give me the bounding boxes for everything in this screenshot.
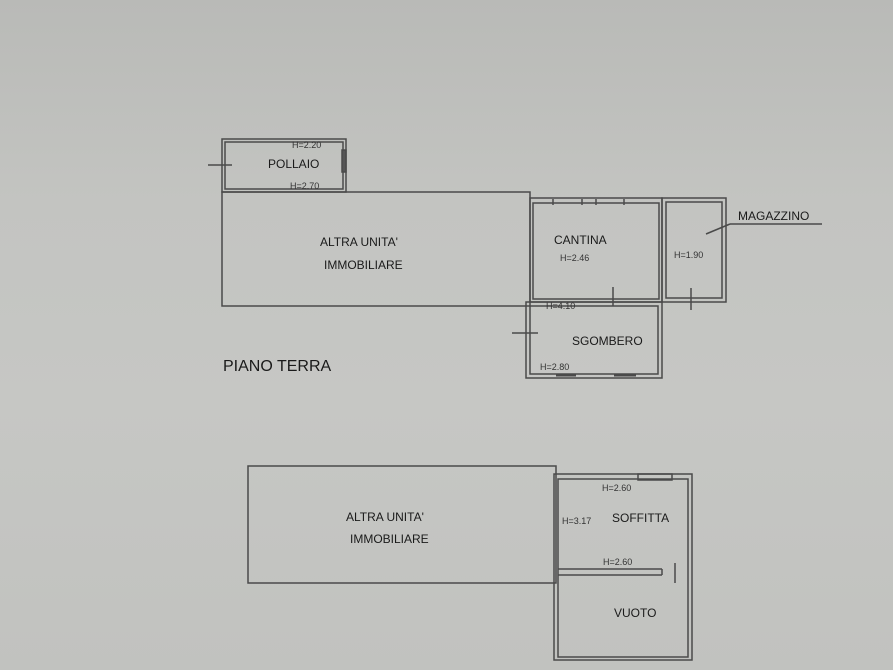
sgombero-walls <box>512 301 663 379</box>
cantina-walls <box>529 197 663 306</box>
soffitta-label: SOFFITTA <box>612 511 670 525</box>
altra-unita-ground-label-2: IMMOBILIARE <box>324 258 403 272</box>
soffitta-vuoto-walls <box>553 473 693 661</box>
soffitta-height-bottom: H=2.60 <box>603 557 633 567</box>
sgombero-label: SGOMBERO <box>572 334 643 348</box>
altra-unita-upper-walls <box>247 465 557 584</box>
soffitta-height-top: H=2.60 <box>602 483 632 493</box>
sgombero-height: H=2.80 <box>540 362 570 372</box>
cantina-label: CANTINA <box>554 233 607 247</box>
floor-title: PIANO TERRA <box>223 358 332 375</box>
pollaio-height-top: H=2.20 <box>292 140 322 150</box>
vuoto-label: VUOTO <box>614 606 657 620</box>
magazzino-label: MAGAZZINO <box>738 209 810 223</box>
pollaio-height-bottom: H=2.70 <box>290 181 320 191</box>
pollaio-label: POLLAIO <box>268 157 320 171</box>
passage-height: H=4.10 <box>546 301 576 311</box>
cantina-height: H=2.46 <box>560 253 590 263</box>
magazzino-walls <box>661 197 822 310</box>
altra-unita-upper-label-1: ALTRA UNITA' <box>346 510 424 524</box>
altra-unita-ground-walls <box>221 191 531 307</box>
altra-unita-ground-label-1: ALTRA UNITA' <box>320 235 398 249</box>
magazzino-height: H=1.90 <box>674 250 704 260</box>
altra-unita-upper-label-2: IMMOBILIARE <box>350 532 429 546</box>
soffitta-height-left: H=3.17 <box>562 516 592 526</box>
